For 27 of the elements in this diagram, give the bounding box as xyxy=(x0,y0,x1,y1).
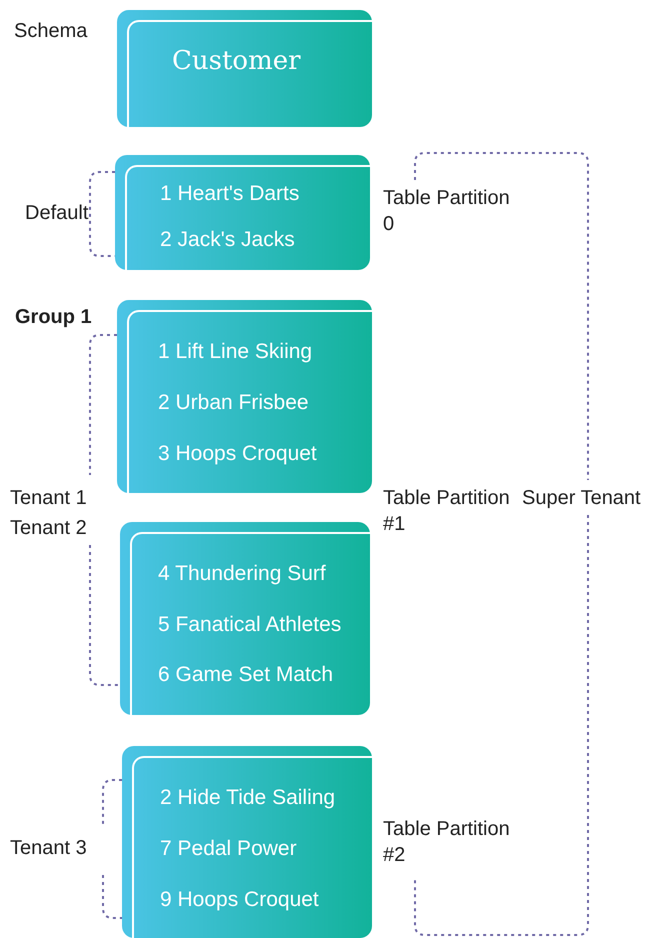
list-item: 9 Hoops Croquet xyxy=(160,888,319,912)
side-label: Table Partition 0 xyxy=(383,186,511,237)
tenant-card xyxy=(117,10,372,127)
side-label: Table Partition #2 xyxy=(383,817,511,868)
tenant-card xyxy=(122,746,372,938)
list-item: 1 Heart's Darts xyxy=(160,182,300,206)
side-label: Group 1 xyxy=(15,305,93,330)
side-label: Table Partition #1 xyxy=(383,486,511,537)
tenant-card xyxy=(115,155,370,270)
list-item: 2 Urban Frisbee xyxy=(158,391,309,415)
side-label: Schema xyxy=(14,19,88,44)
list-item: 5 Fanatical Athletes xyxy=(158,613,342,637)
tenant-card xyxy=(117,300,372,493)
side-label: Tenant 1 xyxy=(10,486,88,511)
side-label: Tenant 3 xyxy=(10,836,88,861)
side-label: Super Tenant xyxy=(522,486,642,511)
tenant-card xyxy=(120,522,370,715)
side-label: Tenant 2 xyxy=(10,516,88,541)
list-item: 2 Hide Tide Sailing xyxy=(160,786,336,810)
list-item: 3 Hoops Croquet xyxy=(158,442,317,466)
side-label: Default xyxy=(25,201,90,226)
list-item: 7 Pedal Power xyxy=(160,837,297,861)
card-title: Customer xyxy=(172,46,301,76)
list-item: 1 Lift Line Skiing xyxy=(158,340,312,364)
list-item: 6 Game Set Match xyxy=(158,663,334,687)
list-item: 4 Thundering Surf xyxy=(158,562,326,586)
list-item: 2 Jack's Jacks xyxy=(160,228,295,252)
